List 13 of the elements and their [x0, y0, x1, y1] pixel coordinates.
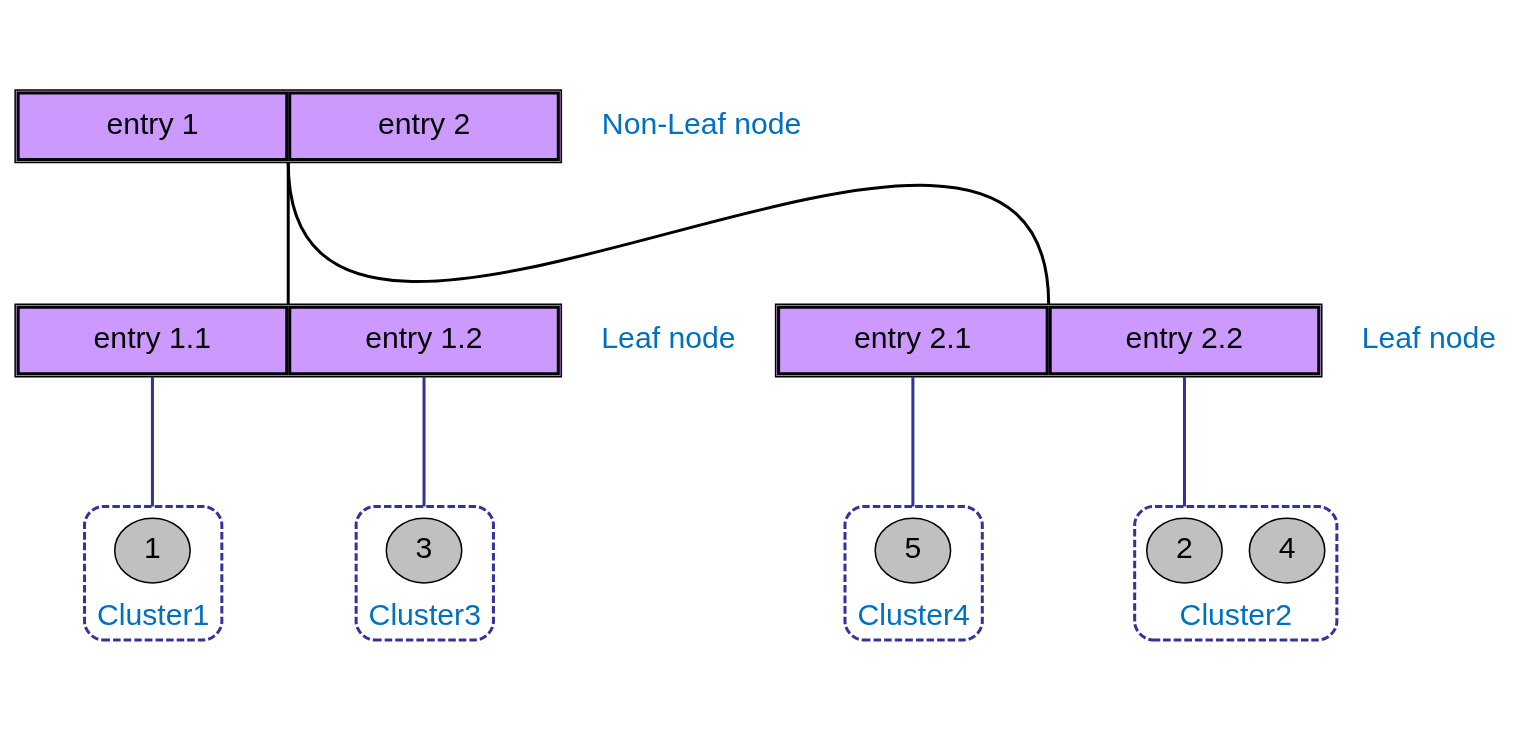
node-label: Leaf node — [601, 320, 736, 354]
node-ellipse: 4 — [1248, 516, 1326, 584]
connector — [1182, 376, 1186, 506]
node-ellipse: 3 — [385, 516, 463, 584]
connector — [422, 376, 426, 506]
connector — [150, 376, 154, 506]
node-ellipse: 5 — [874, 516, 952, 584]
node-label: Non-Leaf node — [601, 106, 802, 140]
node-ellipse: 1 — [113, 516, 191, 584]
node-label: Leaf node — [1361, 320, 1496, 354]
connector — [286, 161, 1051, 305]
connector — [911, 376, 915, 506]
node-ellipse: 2 — [1146, 516, 1223, 584]
